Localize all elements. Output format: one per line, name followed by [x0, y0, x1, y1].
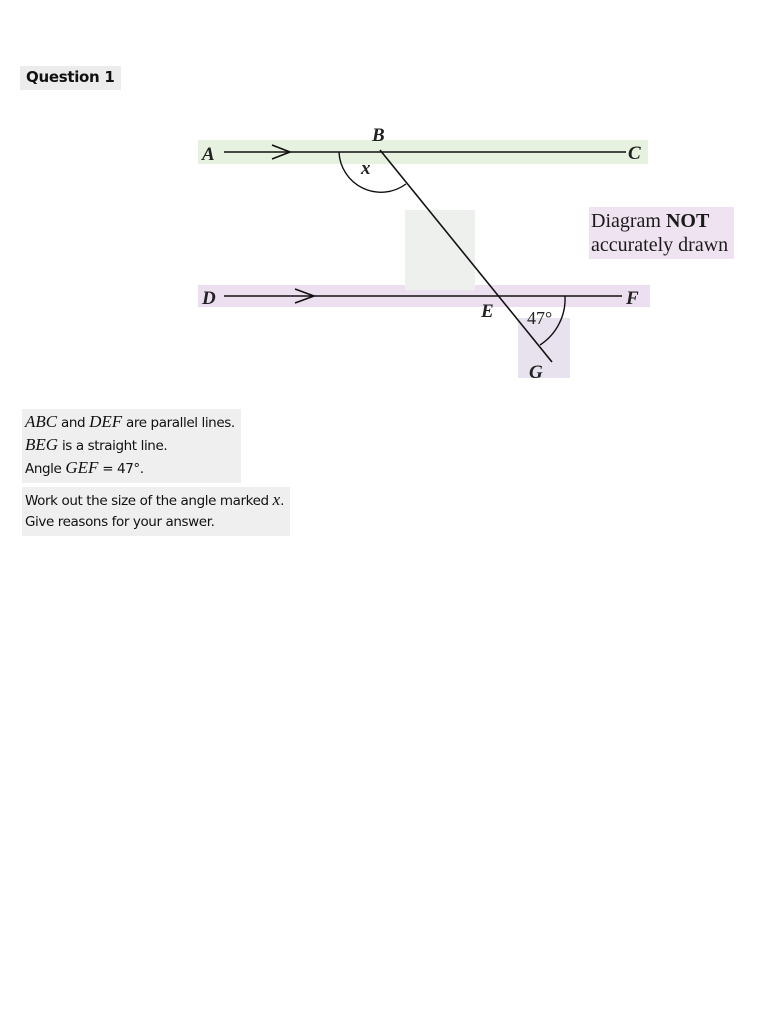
statement-straight: BEG is a straight line. — [25, 434, 235, 457]
note-line1-prefix: Diagram — [591, 210, 666, 232]
angle-gef-label: 47° — [527, 308, 552, 328]
symbol-beg: BEG — [25, 435, 59, 454]
symbol-abc: ABC — [25, 412, 58, 431]
question-title: Question 1 — [20, 66, 121, 90]
statement-parallel: ABC and DEF are parallel lines. — [25, 411, 235, 434]
symbol-def: DEF — [89, 412, 123, 431]
statement-angle: Angle GEF = 47°. — [25, 457, 235, 480]
given-statements: ABC and DEF are parallel lines. BEG is a… — [22, 409, 241, 483]
point-label-d: D — [201, 288, 216, 309]
parallel-lines-diagram: A B C D E F G x 47° — [198, 125, 650, 383]
angle-gef-arc — [539, 295, 566, 346]
task-line-1-pre: Work out the size of the angle marked — [25, 493, 273, 509]
parallel-arrow-abc — [271, 144, 293, 160]
angle-x-label: x — [360, 158, 371, 179]
task-line-1: Work out the size of the angle marked x. — [25, 489, 284, 512]
task-line-1-end: . — [280, 493, 285, 509]
statement-parallel-and: and — [57, 415, 90, 431]
parallel-arrow-def — [294, 288, 317, 304]
highlight-g — [518, 318, 570, 378]
note-line2: accurately drawn — [591, 234, 729, 256]
point-label-c: C — [628, 143, 641, 164]
angle-x-arc — [338, 151, 407, 193]
line-beg — [379, 149, 553, 363]
point-label-g: G — [529, 362, 543, 383]
point-label-f: F — [625, 288, 639, 309]
highlight-transversal — [405, 210, 475, 290]
note-line1-bold: NOT — [665, 210, 710, 232]
point-label-a: A — [201, 144, 215, 165]
statement-angle-end: = 47°. — [98, 461, 144, 477]
statement-straight-end: is a straight line. — [58, 438, 168, 454]
point-label-b: B — [371, 125, 385, 146]
point-label-e: E — [480, 301, 494, 322]
symbol-gef: GEF — [65, 458, 99, 477]
diagram-note: Diagram NOT accurately drawn — [589, 207, 735, 259]
statement-angle-pre: Angle — [25, 461, 66, 477]
task-instructions: Work out the size of the angle marked x.… — [22, 487, 291, 536]
task-line-2: Give reasons for your answer. — [25, 514, 215, 530]
symbol-x: x — [272, 490, 281, 509]
statement-parallel-end: are parallel lines. — [122, 415, 235, 431]
